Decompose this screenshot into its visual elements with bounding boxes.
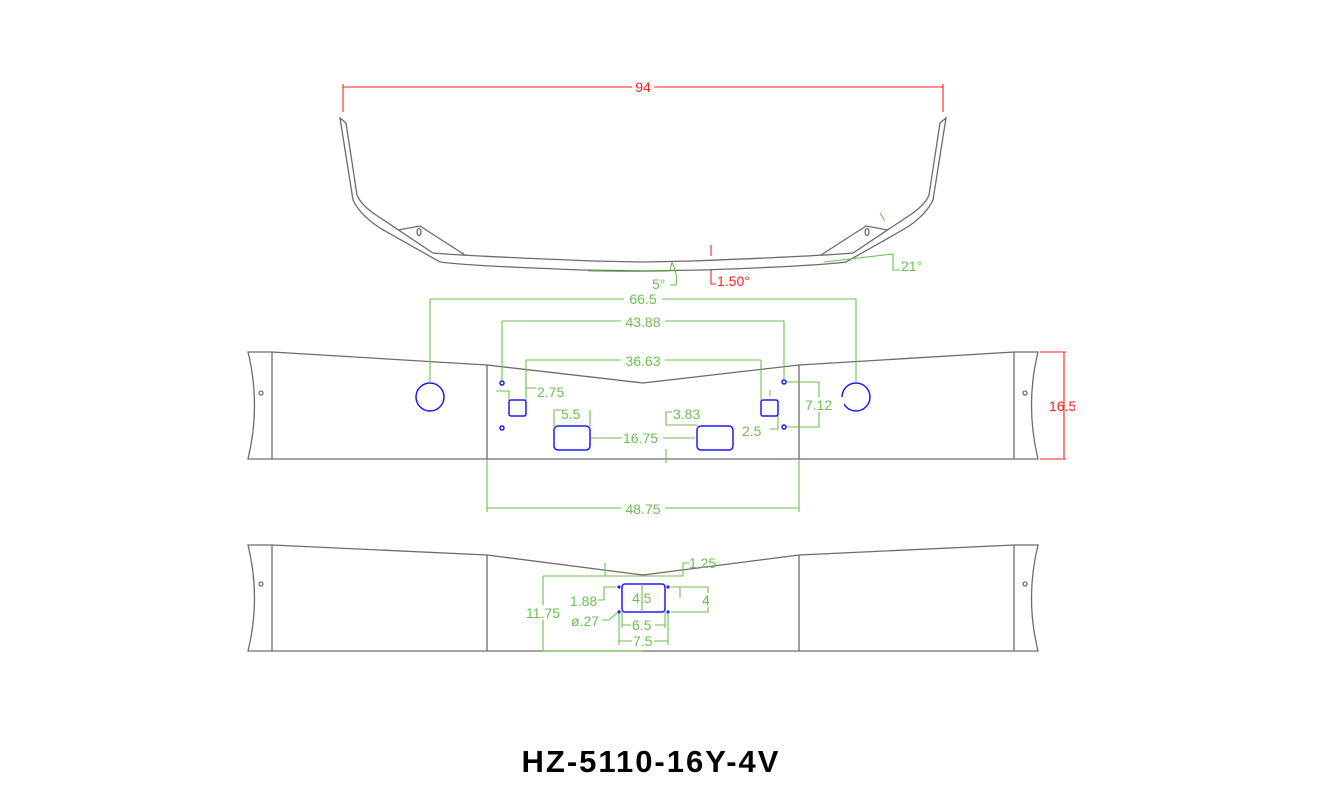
- bolt-spacing-dimension: 43.88: [625, 314, 660, 330]
- right-gusset-hole: [864, 227, 870, 237]
- left-gusset-hole: [416, 227, 422, 237]
- height-dimension-line: [1040, 351, 1066, 460]
- slot-spacing-dimension: 16.75: [623, 430, 658, 446]
- left-angle-marker: [587, 260, 678, 286]
- part-number-title: HZ-5110-16Y-4V: [521, 744, 781, 779]
- dim-line: [618, 614, 669, 645]
- right-angle: 21°: [901, 258, 922, 274]
- dim-line: [602, 612, 618, 621]
- bolt-vertical-dimension: 7.12: [805, 397, 832, 413]
- dim-line: [542, 562, 689, 652]
- right-end-hole: [1022, 390, 1028, 396]
- rear-height-dimension: 11.75: [526, 605, 560, 621]
- dim-line: [496, 387, 536, 400]
- square-height-dimension: 2.5: [742, 423, 762, 439]
- front-view: 66.5 43.88 36.63 48.75 16.5 2.75 5.5 16.…: [247, 291, 1076, 517]
- center-angle: 1.50°: [717, 273, 750, 289]
- top-offset-dimension: 1.25: [689, 555, 716, 571]
- center-angle-marker: [710, 245, 716, 285]
- center-width-dimension: 48.75: [625, 501, 660, 517]
- square-offset-dimension: 2.75: [537, 384, 564, 400]
- left-end-hole: [258, 390, 264, 396]
- rear-view: 1.25 11.75 1.88 ø.27 4.5 4 6.5 7.5: [247, 544, 1039, 652]
- rect-offset-dimension: 1.88: [570, 593, 597, 609]
- rect-height-dimension: 4: [702, 592, 710, 608]
- left-slot-cutout: [553, 425, 591, 451]
- left-square-cutout: [508, 399, 527, 417]
- dim-line: [553, 409, 591, 426]
- right-angle-marker: [823, 212, 900, 271]
- bolt-hole: [499, 380, 505, 386]
- mount-hole: [666, 585, 670, 589]
- left-end-hole: [258, 581, 264, 587]
- hole-diameter-dimension: ø.27: [571, 613, 599, 629]
- dim-line: [665, 411, 697, 463]
- square-spacing-dimension: 36.63: [625, 353, 660, 369]
- inner-spacing-dimension: 6.5: [632, 617, 652, 633]
- left-light-hole: [415, 382, 445, 412]
- slot-offset-dimension: 3.83: [673, 406, 700, 422]
- bumper-top-outline: [339, 116, 947, 272]
- dim-line: [769, 390, 779, 430]
- right-light-hole: [841, 382, 871, 412]
- left-angle: 5°: [652, 276, 665, 292]
- height-dimension: 16.5: [1049, 398, 1076, 414]
- mount-hole: [617, 610, 621, 614]
- dim-line: [598, 586, 616, 601]
- mount-hole: [666, 610, 670, 614]
- center-rect-cutout: [621, 583, 666, 613]
- bolt-hole: [781, 424, 787, 430]
- right-end-hole: [1022, 581, 1028, 587]
- right-square-cutout: [760, 399, 779, 417]
- dim-line: [429, 298, 857, 383]
- rear-panel-outline: [247, 544, 1039, 652]
- slot-width-dimension: 5.5: [561, 406, 581, 422]
- top-view: 94 1.50° 5° 21°: [339, 79, 947, 292]
- outer-spacing-dimension: 7.5: [633, 633, 653, 649]
- mount-hole: [617, 585, 621, 589]
- left-gusset: [397, 225, 466, 256]
- hole-spacing-dimension: 66.5: [629, 291, 656, 307]
- front-panel-outline: [247, 351, 1039, 460]
- rect-width-dimension: 4.5: [632, 590, 652, 606]
- bolt-hole: [499, 425, 505, 431]
- dim-line: [621, 612, 666, 628]
- width-dimension: 94: [635, 79, 651, 95]
- right-slot-cutout: [696, 425, 734, 451]
- bolt-hole: [781, 379, 787, 385]
- right-gusset: [820, 225, 889, 256]
